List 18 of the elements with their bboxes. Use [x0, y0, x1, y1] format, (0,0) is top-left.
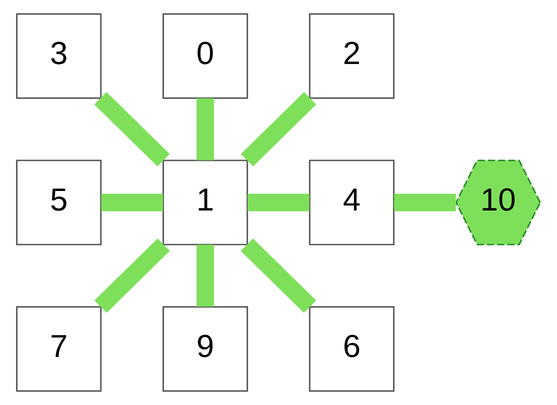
node-box: 6 — [308, 306, 394, 392]
node-box: 2 — [308, 13, 394, 99]
node-box: 3 — [16, 13, 102, 99]
node-box: 0 — [162, 13, 248, 99]
connector — [196, 244, 214, 307]
connector — [94, 238, 170, 313]
connector — [196, 98, 214, 160]
node-box: 9 — [162, 306, 248, 392]
connector — [94, 92, 170, 166]
node-box: 1 — [162, 160, 248, 246]
node-box: 5 — [16, 160, 102, 246]
connector — [240, 92, 316, 166]
node-box: 7 — [16, 306, 102, 392]
node-box: 4 — [308, 160, 394, 246]
connector — [240, 238, 316, 313]
connector — [101, 194, 163, 212]
connector — [394, 194, 456, 212]
connector — [248, 194, 310, 212]
